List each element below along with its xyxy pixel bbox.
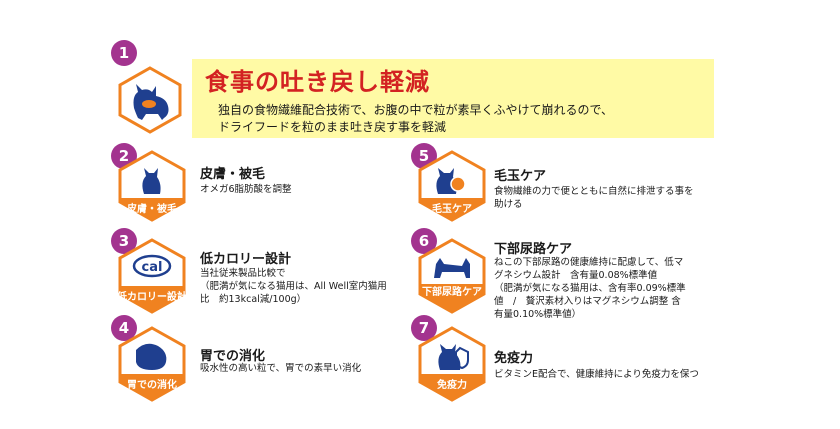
feature-title: 皮膚・被毛 [200, 167, 266, 182]
cat-icon [118, 66, 182, 134]
feature-title: 低カロリー設計 [200, 252, 292, 267]
feature-title: 胃での消化 [200, 349, 266, 364]
feature-description: 吸水性の高い粒で、胃での素早い消化 [200, 363, 362, 374]
icon-label: 免疫力 [437, 378, 467, 391]
cat-hairball-icon: 毛玉ケア [418, 150, 486, 222]
icon-label: 下部尿路ケア [422, 285, 482, 298]
feature-description: ビタミンE配合で、健康維持により免疫力を保つ [494, 369, 699, 380]
cat-sitting-icon: 皮膚・被毛 [118, 150, 186, 222]
feature-description: ねこの下部尿路の健康維持に配慮して、低マ グネシウム設計 含有量0.08%標準値… [494, 257, 686, 320]
feature-number-badge: 4 [111, 315, 137, 341]
icon-label: 低カロリー設計 [116, 290, 187, 303]
icon-label: 皮膚・被毛 [126, 202, 177, 215]
feature-number-badge: 1 [111, 40, 137, 66]
feature-description: 当社従来製品比較で （肥満が気になる猫用は、All Well室内猫用 比 約13… [200, 268, 387, 305]
feature-title: 下部尿路ケア [494, 242, 573, 257]
icon-label: 胃での消化 [127, 378, 177, 391]
icon-label: 毛玉ケア [432, 202, 472, 215]
calorie-icon: cal 低カロリー設計 [116, 238, 187, 314]
cat-immunity-icon: 免疫力 [418, 326, 486, 402]
feature-banner [192, 59, 714, 138]
feature-title: 食事の吐き戻し軽減 [205, 68, 430, 96]
cat-urinary-icon: 下部尿路ケア [418, 238, 486, 314]
cal-text: cal [142, 260, 163, 275]
feature-description: 独自の食物繊維配合技術で、お腹の中で粒が素早くふやけて崩れるので、 ドライフード… [218, 103, 614, 134]
feature-number-badge: 7 [411, 315, 437, 341]
feature-description: 食物繊維の力で便とともに自然に排泄する事を 助ける [494, 186, 694, 210]
feature-title: 免疫力 [494, 351, 534, 366]
feature-title: 毛玉ケア [494, 169, 547, 184]
feature-description: オメガ6脂肪酸を調整 [200, 184, 292, 195]
stomach-icon: 胃での消化 [118, 326, 186, 402]
